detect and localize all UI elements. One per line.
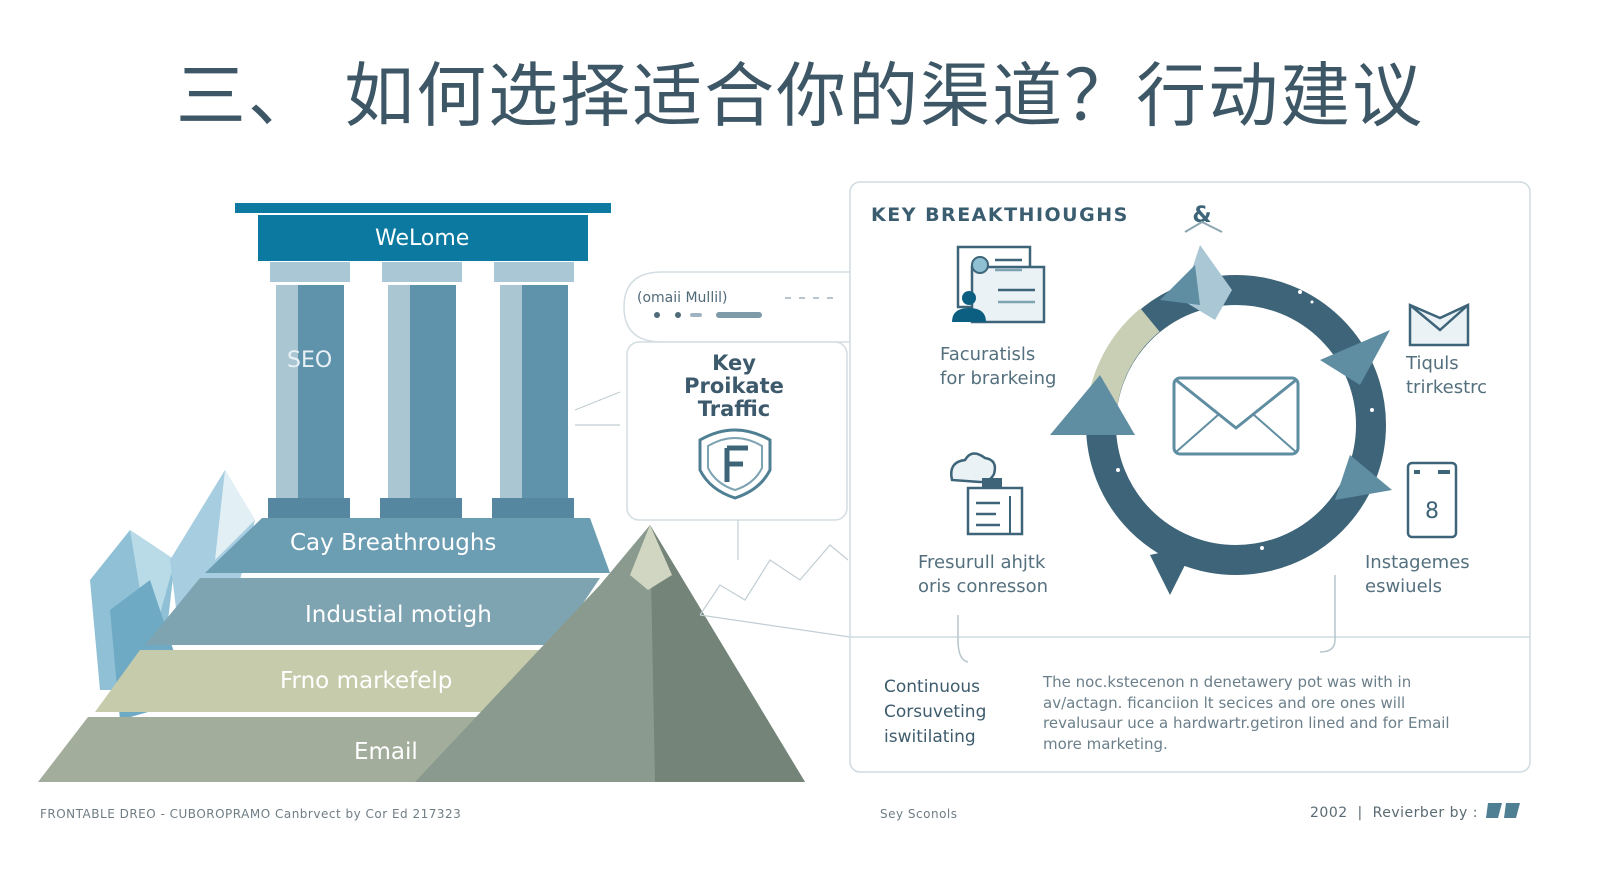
breakthroughs-panel — [849, 181, 1531, 773]
cycle-item-3: Fresurull ahjtk oris conresson — [918, 551, 1048, 599]
svg-text:&: & — [1192, 203, 1211, 228]
cycle-item-4: Instagemes eswiuels — [1365, 551, 1470, 599]
continuous-line-1: Continuous — [884, 677, 981, 697]
cycle-item-3-line-2: oris conresson — [918, 576, 1049, 597]
svg-text:8: 8 — [1425, 499, 1439, 524]
cloud-document-icon — [950, 452, 1024, 536]
continuous-line-3: iswitilating — [884, 727, 976, 747]
cycle-item-1: Facuratisls for brarkeing — [940, 343, 1056, 391]
person-at-board-icon — [952, 245, 1046, 324]
page-title: 三、 如何选择适合你的渠道？行动建议 — [175, 55, 1425, 137]
pillar-label-seo: SEO — [287, 348, 333, 373]
cycle-item-2-line-2: trirkestrc — [1406, 377, 1488, 398]
cycle-item-2: Tiquls trirkestrc — [1406, 352, 1487, 400]
pyramid — [38, 518, 610, 782]
callout-title: Key Proikate Traffic — [664, 352, 804, 421]
phone-icon: 8 — [1406, 461, 1458, 539]
callout-line-3: Traffic — [697, 397, 771, 421]
continuous-label: Continuous Corsuveting iswitilating — [884, 675, 986, 750]
ampersand-icon: & — [1184, 203, 1223, 233]
breakthroughs-title: KEY BREAKTHIOUGHS — [871, 204, 1129, 226]
envelope-icon — [1408, 303, 1470, 347]
envelope-icon-center — [1172, 376, 1300, 456]
temple — [235, 203, 611, 518]
mountain — [415, 525, 805, 782]
connector-right — [1319, 575, 1336, 653]
footer-left: FRONTABLE DREO - CUBOROPRAMO Canbrvect b… — [40, 807, 462, 821]
cycle-item-4-line-2: eswiuels — [1365, 576, 1443, 597]
footer-right: 2002 | Revierber by : — [1310, 805, 1478, 821]
pyramid-layer-4: Email — [354, 739, 418, 765]
pyramid-layer-2: Industial motigh — [305, 602, 492, 628]
cycle-item-1-line-2: for brarkeing — [940, 368, 1057, 389]
footer-center: Sey Sconols — [880, 807, 958, 821]
shield-f-icon — [698, 428, 772, 500]
cycle-item-2-line-1: Tiquls — [1406, 353, 1459, 374]
callout-line-1: Key — [712, 351, 756, 375]
pyramid-layer-3: Frno markefelp — [280, 668, 453, 694]
cycle-item-4-line-1: Instagemes — [1365, 552, 1470, 573]
quote-logo-icon — [1486, 803, 1520, 818]
pyramid-layer-1: Cay Breathroughs — [290, 530, 497, 556]
cycle-item-3-line-1: Fresurull ahjtk — [918, 552, 1046, 573]
cycle-ring — [1050, 245, 1392, 595]
cycle-item-1-line-1: Facuratisls — [940, 344, 1036, 365]
callout-header: (omaii Mullil) — [637, 290, 728, 306]
temple-header-label: WeLome — [375, 226, 470, 251]
description-text: The noc.kstecenon n denetawery pot was w… — [1043, 673, 1450, 753]
connector-left — [957, 615, 969, 663]
callout-line-2: Proikate — [684, 374, 784, 398]
continuous-line-2: Corsuveting — [884, 702, 987, 722]
